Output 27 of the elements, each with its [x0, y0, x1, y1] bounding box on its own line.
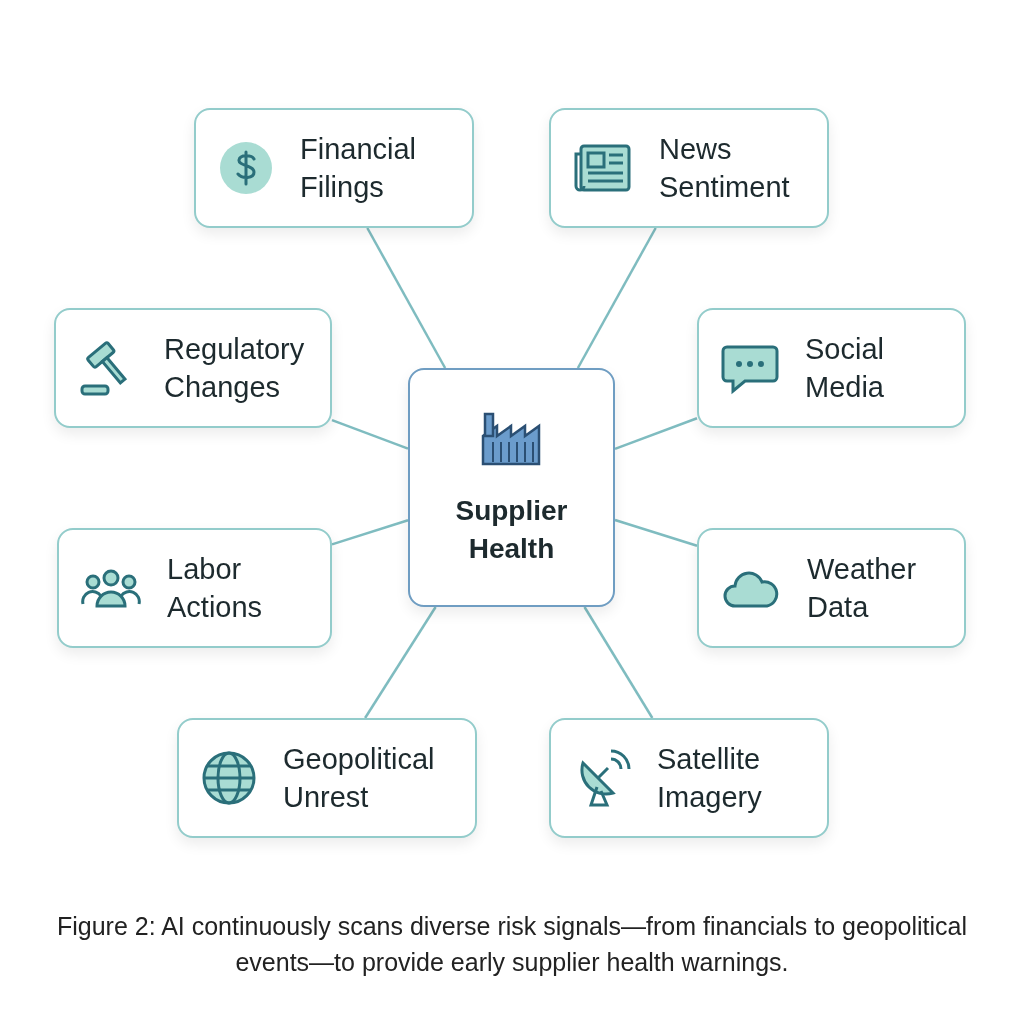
signal-card [57, 528, 332, 648]
connector-line [331, 419, 409, 450]
connector-line [614, 417, 698, 451]
signal-card [549, 108, 829, 228]
connector-line [366, 227, 447, 369]
node-label: Satellite Imagery [657, 742, 762, 815]
node-label: Supplier Health [455, 493, 568, 566]
connector-line [576, 227, 657, 369]
node-label: Regulatory Changes [164, 332, 305, 405]
node-label: Social Media [805, 332, 884, 405]
node-label: Financial Filings [300, 132, 417, 205]
signal-card [697, 308, 966, 428]
signal-card [54, 308, 332, 428]
connector-line [364, 606, 437, 719]
figure-caption: Figure 2: AI continuously scans diverse risk signals—from financials to geopolitical events—to provide early supplier health warnings. [55, 911, 969, 978]
connector-line [583, 606, 654, 719]
node-label: Labor Actions [167, 552, 263, 625]
connector-line [614, 518, 698, 547]
signal-card [194, 108, 474, 228]
signal-card [177, 718, 477, 838]
connector-line [331, 519, 409, 546]
signal-card [697, 528, 966, 648]
node-label: News Sentiment [659, 132, 790, 205]
signal-card [549, 718, 829, 838]
node-label: Geopolitical Unrest [283, 742, 435, 815]
hub-card [408, 368, 615, 607]
node-label: Weather Data [807, 552, 917, 625]
